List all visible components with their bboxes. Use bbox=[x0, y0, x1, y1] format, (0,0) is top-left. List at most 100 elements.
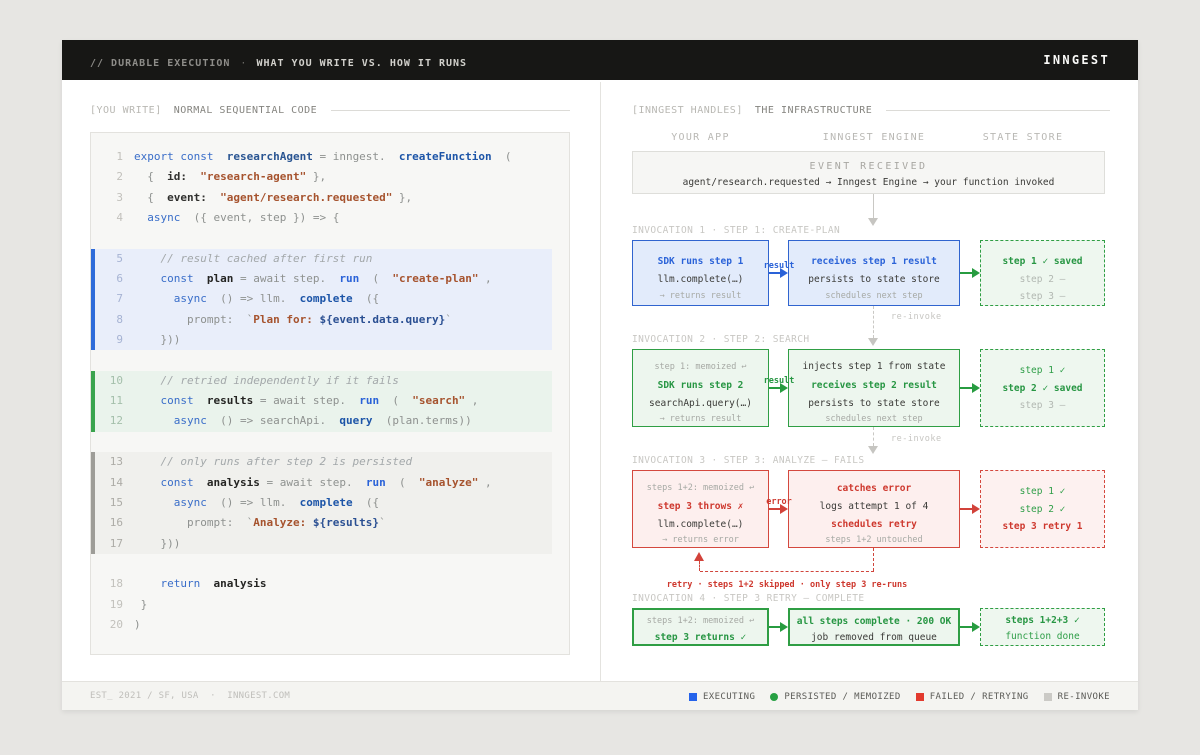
code-text: { event: "agent/research.requested" }, bbox=[134, 191, 412, 204]
arrow-shaft bbox=[960, 508, 973, 510]
arrow-head bbox=[972, 383, 980, 393]
token-str: "analyze" bbox=[418, 475, 479, 489]
arrow-shaft bbox=[960, 626, 973, 628]
legend-marker-square bbox=[915, 692, 924, 701]
code-line-5: 5 // result cached after first run bbox=[91, 249, 552, 269]
arrow-shaft bbox=[769, 508, 781, 510]
right-panel-heading: THE INFRASTRUCTURE bbox=[754, 105, 873, 116]
arrow-head bbox=[972, 622, 980, 632]
token-pl: , bbox=[465, 394, 479, 408]
code-line-9: 9 })) bbox=[91, 330, 552, 350]
kicker-label: // DURABLE EXECUTION bbox=[90, 57, 231, 69]
line-number: 8 bbox=[116, 312, 123, 326]
panel-infrastructure: [INNGEST HANDLES] THE INFRASTRUCTURE YOU… bbox=[632, 82, 1110, 681]
arrow-shaft bbox=[769, 272, 781, 274]
code-line-blank bbox=[91, 432, 569, 452]
token-pl: = await step. bbox=[259, 475, 366, 489]
token-pl bbox=[194, 476, 207, 489]
code-line-4: 4 async ({ event, step }) => { bbox=[91, 208, 569, 228]
store-box-line: step 1 ✓ saved bbox=[1002, 256, 1083, 267]
code-text: async () => llm. complete ({ bbox=[134, 496, 379, 509]
retry-path-segment-down bbox=[873, 548, 874, 571]
event-down-arrow-head bbox=[868, 218, 878, 226]
legend-label: RE-INVOKE bbox=[1057, 691, 1110, 702]
token-pl bbox=[134, 414, 174, 427]
code-text: async () => searchApi. query (plan.terms… bbox=[134, 414, 472, 427]
token-pl: ( bbox=[379, 394, 413, 408]
code-line-18: 18 return analysis bbox=[91, 574, 569, 594]
app-box-line: SDK runs step 2 bbox=[657, 380, 744, 391]
token-pl bbox=[200, 577, 213, 590]
code-line-2: 2 { id: "research-agent" }, bbox=[91, 167, 569, 187]
column-header-your-app: YOUR APP bbox=[671, 132, 730, 143]
store-box-line: function done bbox=[1005, 631, 1080, 642]
token-expr: ${event.data.query} bbox=[319, 312, 446, 326]
token-pl: ) bbox=[134, 617, 141, 631]
line-number: 1 bbox=[116, 150, 123, 163]
code-line-17: 17 })) bbox=[91, 534, 552, 554]
token-fn: createFunction bbox=[398, 150, 492, 163]
arrow-label-1: result bbox=[763, 261, 795, 271]
invocation-label-3: INVOCATION 3 · STEP 3: ANALYZE — FAILS bbox=[632, 455, 865, 466]
code-line-13: 13 // only runs after step 2 is persiste… bbox=[91, 452, 552, 472]
token-var: analysis bbox=[206, 475, 260, 489]
card-footer: EST_ 2021 / SF, USA · INNGEST.COM EXECUT… bbox=[62, 681, 1138, 710]
token-cm: // retried independently if it fails bbox=[160, 373, 399, 387]
code-text: const results = await step. run ( "searc… bbox=[134, 394, 479, 408]
app-box-line: → returns result bbox=[659, 291, 742, 301]
line-number: 4 bbox=[116, 211, 123, 225]
token-pl: , bbox=[478, 475, 492, 489]
engine-box-line: injects step 1 from state bbox=[802, 361, 946, 372]
arrow-head bbox=[780, 268, 788, 278]
token-pl bbox=[213, 150, 226, 163]
arrow-label-2: result bbox=[763, 376, 795, 386]
token-pl bbox=[134, 455, 161, 468]
app-box-4: steps 1+2: memoized ↩step 3 returns ✓ bbox=[632, 608, 769, 646]
legend-item-3: FAILED / RETRYING bbox=[915, 692, 1029, 702]
arrow-head bbox=[780, 504, 788, 514]
store-box-3: step 1 ✓step 2 ✓step 3 retry 1 bbox=[980, 470, 1105, 548]
store-box-line: step 3 — bbox=[1019, 291, 1066, 302]
store-box-line: step 3 — bbox=[1019, 400, 1066, 411]
line-number: 11 bbox=[109, 394, 123, 408]
top-bar-kicker: // DURABLE EXECUTION·WHAT YOU WRITE VS. … bbox=[90, 51, 467, 70]
arrow-head bbox=[972, 504, 980, 514]
left-panel-rule bbox=[331, 110, 570, 111]
code-line-19: 19 } bbox=[91, 595, 569, 615]
token-fn: complete bbox=[299, 495, 353, 509]
token-pl bbox=[134, 211, 147, 224]
app-box-3: steps 1+2: memoized ↩step 3 throws ✗llm.… bbox=[632, 470, 769, 548]
code-line-15: 15 async () => llm. complete ({ bbox=[91, 493, 552, 513]
token-pl: (plan.terms)) bbox=[372, 414, 472, 428]
token-pl: () => llm. bbox=[206, 495, 300, 509]
event-received-box: EVENT RECEIVED agent/research.requested … bbox=[632, 151, 1105, 194]
retry-path: retry · steps 1+2 skipped · only step 3 … bbox=[632, 548, 1110, 594]
left-panel-heading: NORMAL SEQUENTIAL CODE bbox=[173, 105, 318, 116]
token-strt: Plan for: bbox=[253, 312, 320, 326]
store-box-line: step 3 retry 1 bbox=[1002, 521, 1083, 532]
code-group bbox=[91, 350, 569, 370]
invocation-label-2: INVOCATION 2 · STEP 2: SEARCH bbox=[632, 334, 810, 345]
legend-item-1: EXECUTING bbox=[688, 692, 755, 702]
token-pl: () => llm. bbox=[206, 292, 300, 306]
retry-path-arrowhead bbox=[694, 552, 704, 561]
legend-marker-circle bbox=[770, 692, 779, 701]
token-key: event: bbox=[167, 190, 207, 204]
app-box-line: llm.complete(…) bbox=[657, 519, 744, 530]
event-down-arrow-line bbox=[873, 194, 874, 218]
reinvoke-arrow-2-head bbox=[868, 446, 878, 454]
legend-marker-square bbox=[688, 692, 697, 701]
line-number: 16 bbox=[109, 516, 123, 530]
engine-box-line: all steps complete · 200 OK bbox=[796, 616, 952, 627]
token-pl bbox=[134, 374, 161, 387]
token-pl bbox=[187, 170, 200, 183]
code-text: // only runs after step 2 is persisted bbox=[134, 455, 413, 468]
app-box-line: SDK runs step 1 bbox=[657, 256, 744, 267]
event-down-arrow bbox=[868, 194, 880, 226]
